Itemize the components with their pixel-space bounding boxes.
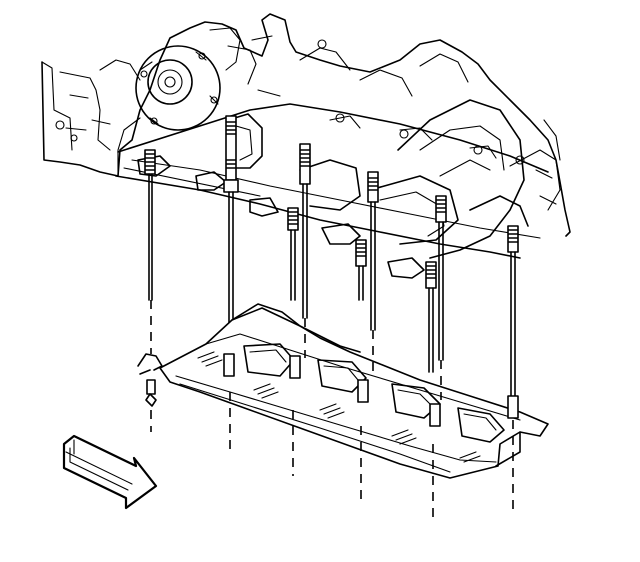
clip: [137, 353, 163, 407]
studs: [148, 173, 516, 401]
bolt-8: [425, 261, 437, 289]
bolt-3: [299, 143, 311, 185]
crankshaft-bearing-cap-bolts: [144, 115, 519, 289]
bolt-5: [367, 171, 379, 203]
bolt-2: [223, 115, 239, 193]
bolt-9: [507, 225, 519, 253]
bolt-6: [355, 239, 367, 267]
alignment-lines: [150, 300, 514, 518]
bolt-4: [287, 207, 299, 231]
crankshaft-oil-deflector: [159, 303, 549, 479]
view-direction-arrow-icon: [62, 434, 158, 510]
bolt-7: [435, 195, 447, 223]
bolt-1: [144, 149, 156, 175]
